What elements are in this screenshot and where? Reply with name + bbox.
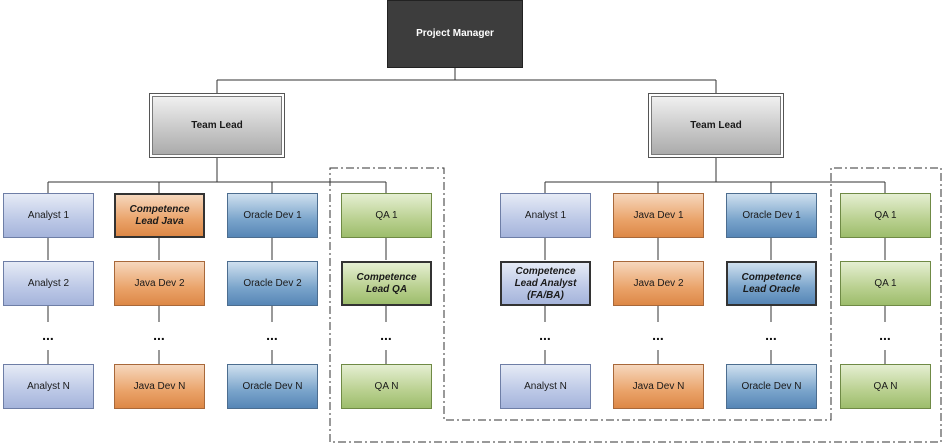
left-competence-lead-qa-label: Competence Lead QA (356, 271, 417, 295)
right-analyst-n-label: Analyst N (524, 380, 567, 392)
right-oracle-ellipsis: ... (765, 327, 777, 343)
left-oracle-dev-1-box: Oracle Dev 1 (227, 193, 318, 238)
left-oracle-dev-n-box: Oracle Dev N (227, 364, 318, 409)
right-qa-n-label: QA N (873, 380, 898, 392)
left-java-dev-n-label: Java Dev N (133, 380, 186, 392)
project-manager-box: Project Manager (387, 0, 523, 68)
left-qa-1-label: QA 1 (375, 209, 398, 221)
right-java-dev-1-label: Java Dev 1 (633, 209, 684, 221)
left-oracle-dev-2-label: Oracle Dev 2 (243, 277, 302, 289)
left-analyst-1-label: Analyst 1 (27, 209, 70, 221)
qa-group-outline (329, 167, 942, 443)
left-analyst-ellipsis: ... (42, 327, 54, 343)
team-lead-right-box: Team Lead (648, 93, 784, 158)
right-java-dev-n-box: Java Dev N (613, 364, 704, 409)
left-competence-lead-qa-box: Competence Lead QA (341, 261, 432, 306)
left-java-dev-2-label: Java Dev 2 (134, 277, 185, 289)
left-oracle-dev-n-label: Oracle Dev N (242, 380, 303, 392)
left-java-dev-2-box: Java Dev 2 (114, 261, 205, 306)
right-oracle-dev-n-label: Oracle Dev N (741, 380, 802, 392)
left-qa-n-box: QA N (341, 364, 432, 409)
right-qa-n-box: QA N (840, 364, 931, 409)
right-qa-2-label: QA 1 (874, 277, 897, 289)
team-lead-left-box: Team Lead (149, 93, 285, 158)
right-analyst-1-label: Analyst 1 (524, 209, 567, 221)
right-analyst-1-box: Analyst 1 (500, 193, 591, 238)
right-qa-1-label: QA 1 (874, 209, 897, 221)
right-oracle-dev-n-box: Oracle Dev N (726, 364, 817, 409)
right-java-dev-n-label: Java Dev N (632, 380, 685, 392)
left-oracle-dev-1-label: Oracle Dev 1 (243, 209, 302, 221)
left-analyst-n-box: Analyst N (3, 364, 94, 409)
left-java-ellipsis: ... (153, 327, 165, 343)
right-qa-2-box: QA 1 (840, 261, 931, 306)
left-qa-ellipsis: ... (380, 327, 392, 343)
left-qa-n-label: QA N (374, 380, 399, 392)
right-competence-lead-oracle-label: Competence Lead Oracle (741, 271, 802, 295)
left-analyst-n-label: Analyst N (27, 380, 70, 392)
right-qa-ellipsis: ... (879, 327, 891, 343)
right-analyst-n-box: Analyst N (500, 364, 591, 409)
left-oracle-ellipsis: ... (266, 327, 278, 343)
right-java-dev-1-box: Java Dev 1 (613, 193, 704, 238)
right-analyst-ellipsis: ... (539, 327, 551, 343)
right-competence-lead-oracle-box: Competence Lead Oracle (726, 261, 817, 306)
left-java-dev-n-box: Java Dev N (114, 364, 205, 409)
right-oracle-dev-1-box: Oracle Dev 1 (726, 193, 817, 238)
team-lead-left-label: Team Lead (191, 119, 243, 131)
left-oracle-dev-2-box: Oracle Dev 2 (227, 261, 318, 306)
project-manager-label: Project Manager (416, 28, 494, 39)
right-competence-lead-analyst-label: Competence Lead Analyst (FA/BA) (514, 265, 577, 301)
left-qa-1-box: QA 1 (341, 193, 432, 238)
right-competence-lead-analyst-box: Competence Lead Analyst (FA/BA) (500, 261, 591, 306)
right-java-dev-2-label: Java Dev 2 (633, 277, 684, 289)
left-analyst-1-box: Analyst 1 (3, 193, 94, 238)
right-java-ellipsis: ... (652, 327, 664, 343)
right-java-dev-2-box: Java Dev 2 (613, 261, 704, 306)
left-competence-lead-java-box: Competence Lead Java (114, 193, 205, 238)
left-analyst-2-box: Analyst 2 (3, 261, 94, 306)
left-competence-lead-java-label: Competence Lead Java (129, 203, 190, 227)
right-oracle-dev-1-label: Oracle Dev 1 (742, 209, 801, 221)
right-qa-1-box: QA 1 (840, 193, 931, 238)
left-analyst-2-label: Analyst 2 (27, 277, 70, 289)
team-lead-right-label: Team Lead (690, 119, 742, 131)
